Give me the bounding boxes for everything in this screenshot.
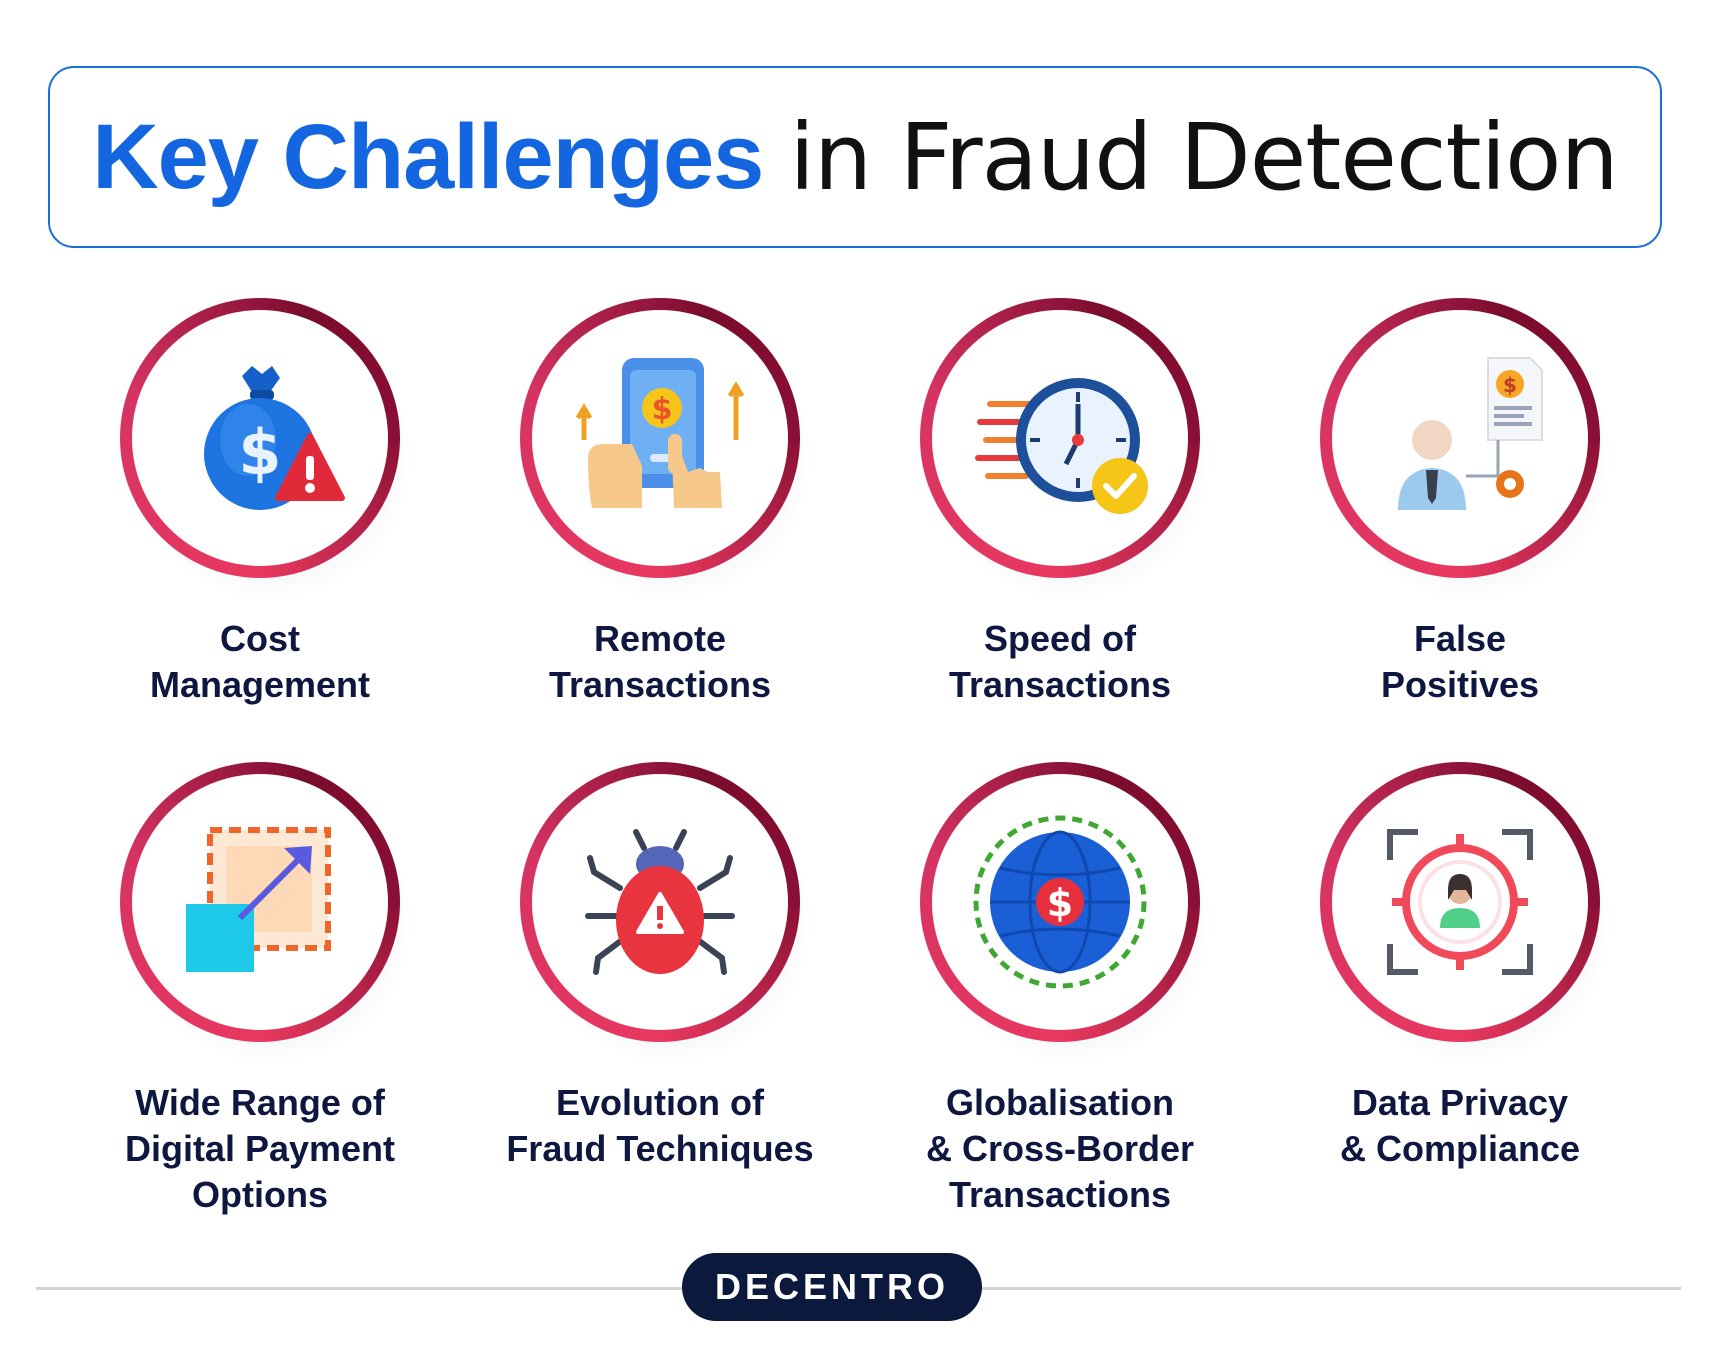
expand-scale-icon bbox=[186, 827, 331, 972]
icon-circle bbox=[920, 298, 1210, 598]
svg-text:$: $ bbox=[652, 392, 673, 427]
icon-circle bbox=[120, 762, 410, 1062]
target-person-icon bbox=[1387, 829, 1533, 975]
icon-circle bbox=[520, 762, 810, 1062]
icon-circle: $ bbox=[920, 762, 1210, 1062]
icon-circle bbox=[1320, 762, 1610, 1062]
svg-text:$: $ bbox=[1503, 373, 1517, 397]
item-label: Data Privacy& Compliance bbox=[1339, 1082, 1581, 1169]
brand-name: DECENTRO bbox=[714, 1266, 949, 1307]
title-accent: Key Challenges bbox=[92, 105, 764, 208]
icon-circle: $ bbox=[1320, 298, 1610, 598]
fast-clock-check-icon bbox=[975, 378, 1148, 514]
title-rest: in Fraud Detection bbox=[789, 103, 1618, 211]
icon-circle: $ bbox=[520, 298, 810, 598]
money-bag-warning-icon: $ bbox=[204, 366, 345, 510]
bug-warning-icon bbox=[585, 829, 735, 975]
phone-payment-icon: $ bbox=[575, 358, 745, 508]
brand-logo: DECENTRO bbox=[682, 1253, 982, 1321]
title-box: Key Challenges in Fraud Detection bbox=[48, 66, 1662, 248]
globe-dollar-icon: $ bbox=[973, 815, 1147, 989]
icon-circle: $ bbox=[120, 298, 410, 598]
svg-text:$: $ bbox=[1047, 881, 1073, 925]
svg-text:$: $ bbox=[238, 416, 281, 489]
person-document-gear-icon: $ bbox=[1398, 357, 1543, 510]
